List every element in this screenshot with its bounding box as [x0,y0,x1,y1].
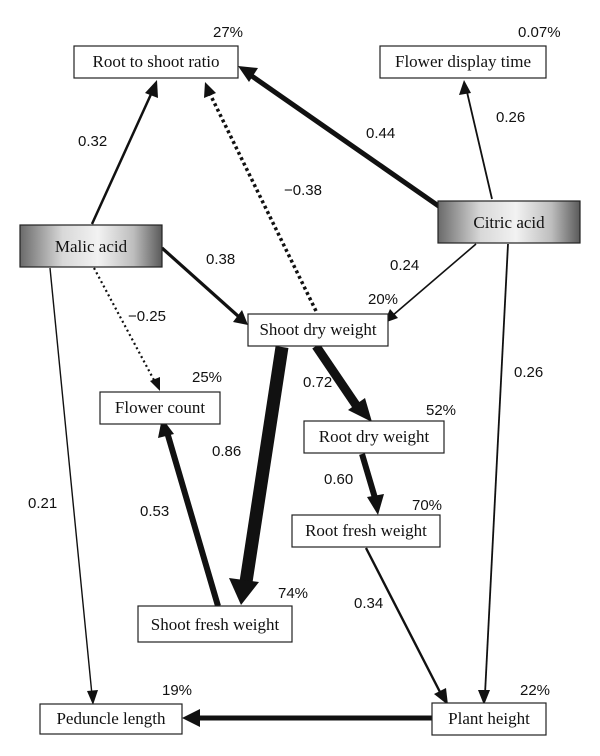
path-coefficients: 0.32 0.44 0.26 −0.38 0.38 0.24 −0.25 0.7… [28,109,543,612]
node-root-to-shoot-ratio: Root to shoot ratio [73,45,239,79]
coef-citric-flower-display: 0.26 [496,109,525,126]
r2-root-fresh: 70% [412,497,442,514]
coef-citric-root-to-shoot: 0.44 [366,125,395,142]
arrowhead [434,688,448,705]
edge-citric-to-plant-height [484,243,509,695]
node-label: Root dry weight [319,427,430,446]
edge-malic-to-root-to-shoot [90,91,154,225]
node-label: Citric acid [473,213,545,232]
coef-root-fresh-plant-height: 0.34 [354,595,383,612]
arrowhead [182,709,200,727]
arrowhead [367,494,384,515]
edge-malic-to-peduncle [49,267,93,696]
node-label: Root to shoot ratio [92,52,219,71]
coef-malic-shoot-dry: 0.38 [206,251,235,268]
nodes: Root to shoot ratio Flower display time … [19,45,581,736]
r2-peduncle: 19% [162,682,192,699]
edge-malic-to-flower-count [93,267,156,383]
edge-citric-to-root-to-shoot [244,69,442,210]
edge-shoot-dry-to-root-to-shoot [208,93,318,312]
edge-citric-to-flower-display [466,91,493,200]
edge-malic-to-shoot-dry [160,246,240,318]
coef-malic-peduncle: 0.21 [28,495,57,512]
arrowhead [459,80,471,95]
coef-citric-plant-height: 0.26 [514,364,543,381]
edges [49,66,509,727]
arrowhead [233,310,248,325]
node-flower-display-time: Flower display time [379,45,547,79]
coef-malic-flower-count: −0.25 [128,308,166,325]
r2-flower-display: 0.07% [518,24,561,41]
coef-shoot-dry-root-to-shoot: −0.38 [284,182,322,199]
arrowhead [229,578,259,605]
node-label: Root fresh weight [305,521,427,540]
r-squared-labels: 27% 0.07% 20% 25% 52% 70% 74% 19% 22% [162,24,561,699]
r2-root-to-shoot: 27% [213,24,243,41]
node-malic-acid: Malic acid [19,224,163,268]
node-shoot-fresh-weight: Shoot fresh weight [137,605,293,643]
node-citric-acid: Citric acid [437,200,581,244]
r2-shoot-dry: 20% [368,291,398,308]
node-label: Shoot dry weight [259,320,376,339]
edge-shoot-dry-to-root-dry [312,343,362,411]
node-flower-count: Flower count [99,391,221,425]
node-label: Shoot fresh weight [151,615,280,634]
node-peduncle-length: Peduncle length [39,703,183,735]
r2-root-dry: 52% [426,402,456,419]
arrowhead [204,82,216,98]
coef-malic-root-to-shoot: 0.32 [78,133,107,150]
arrowhead [145,80,158,98]
r2-plant-height: 22% [520,682,550,699]
arrowhead [478,690,490,705]
node-plant-height: Plant height [431,702,547,736]
arrowhead [348,398,372,422]
node-label: Flower count [115,398,205,417]
r2-shoot-fresh: 74% [278,585,308,602]
node-label: Peduncle length [56,709,166,728]
arrowhead [150,377,160,391]
node-label: Plant height [448,709,530,728]
arrowhead [87,690,98,705]
coef-shoot-dry-shoot-fresh: 0.86 [212,443,241,460]
node-label: Malic acid [55,237,128,256]
coef-citric-shoot-dry: 0.24 [390,257,419,274]
node-root-fresh-weight: Root fresh weight [291,514,441,548]
edge-shoot-fresh-to-flower-count [164,431,221,607]
node-label: Flower display time [395,52,531,71]
node-root-dry-weight: Root dry weight [303,420,445,454]
edge-citric-to-shoot-dry [391,243,477,317]
edge-root-dry-to-root-fresh [359,453,378,499]
r2-flower-count: 25% [192,369,222,386]
coef-shoot-fresh-flower-count: 0.53 [140,503,169,520]
coef-shoot-dry-root-dry: 0.72 [303,374,332,391]
arrowhead [238,66,258,82]
edge-shoot-dry-to-shoot-fresh [239,346,289,583]
edge-root-fresh-to-plant-height [364,547,443,695]
coef-root-dry-root-fresh: 0.60 [324,471,353,488]
node-shoot-dry-weight: Shoot dry weight [247,313,389,347]
